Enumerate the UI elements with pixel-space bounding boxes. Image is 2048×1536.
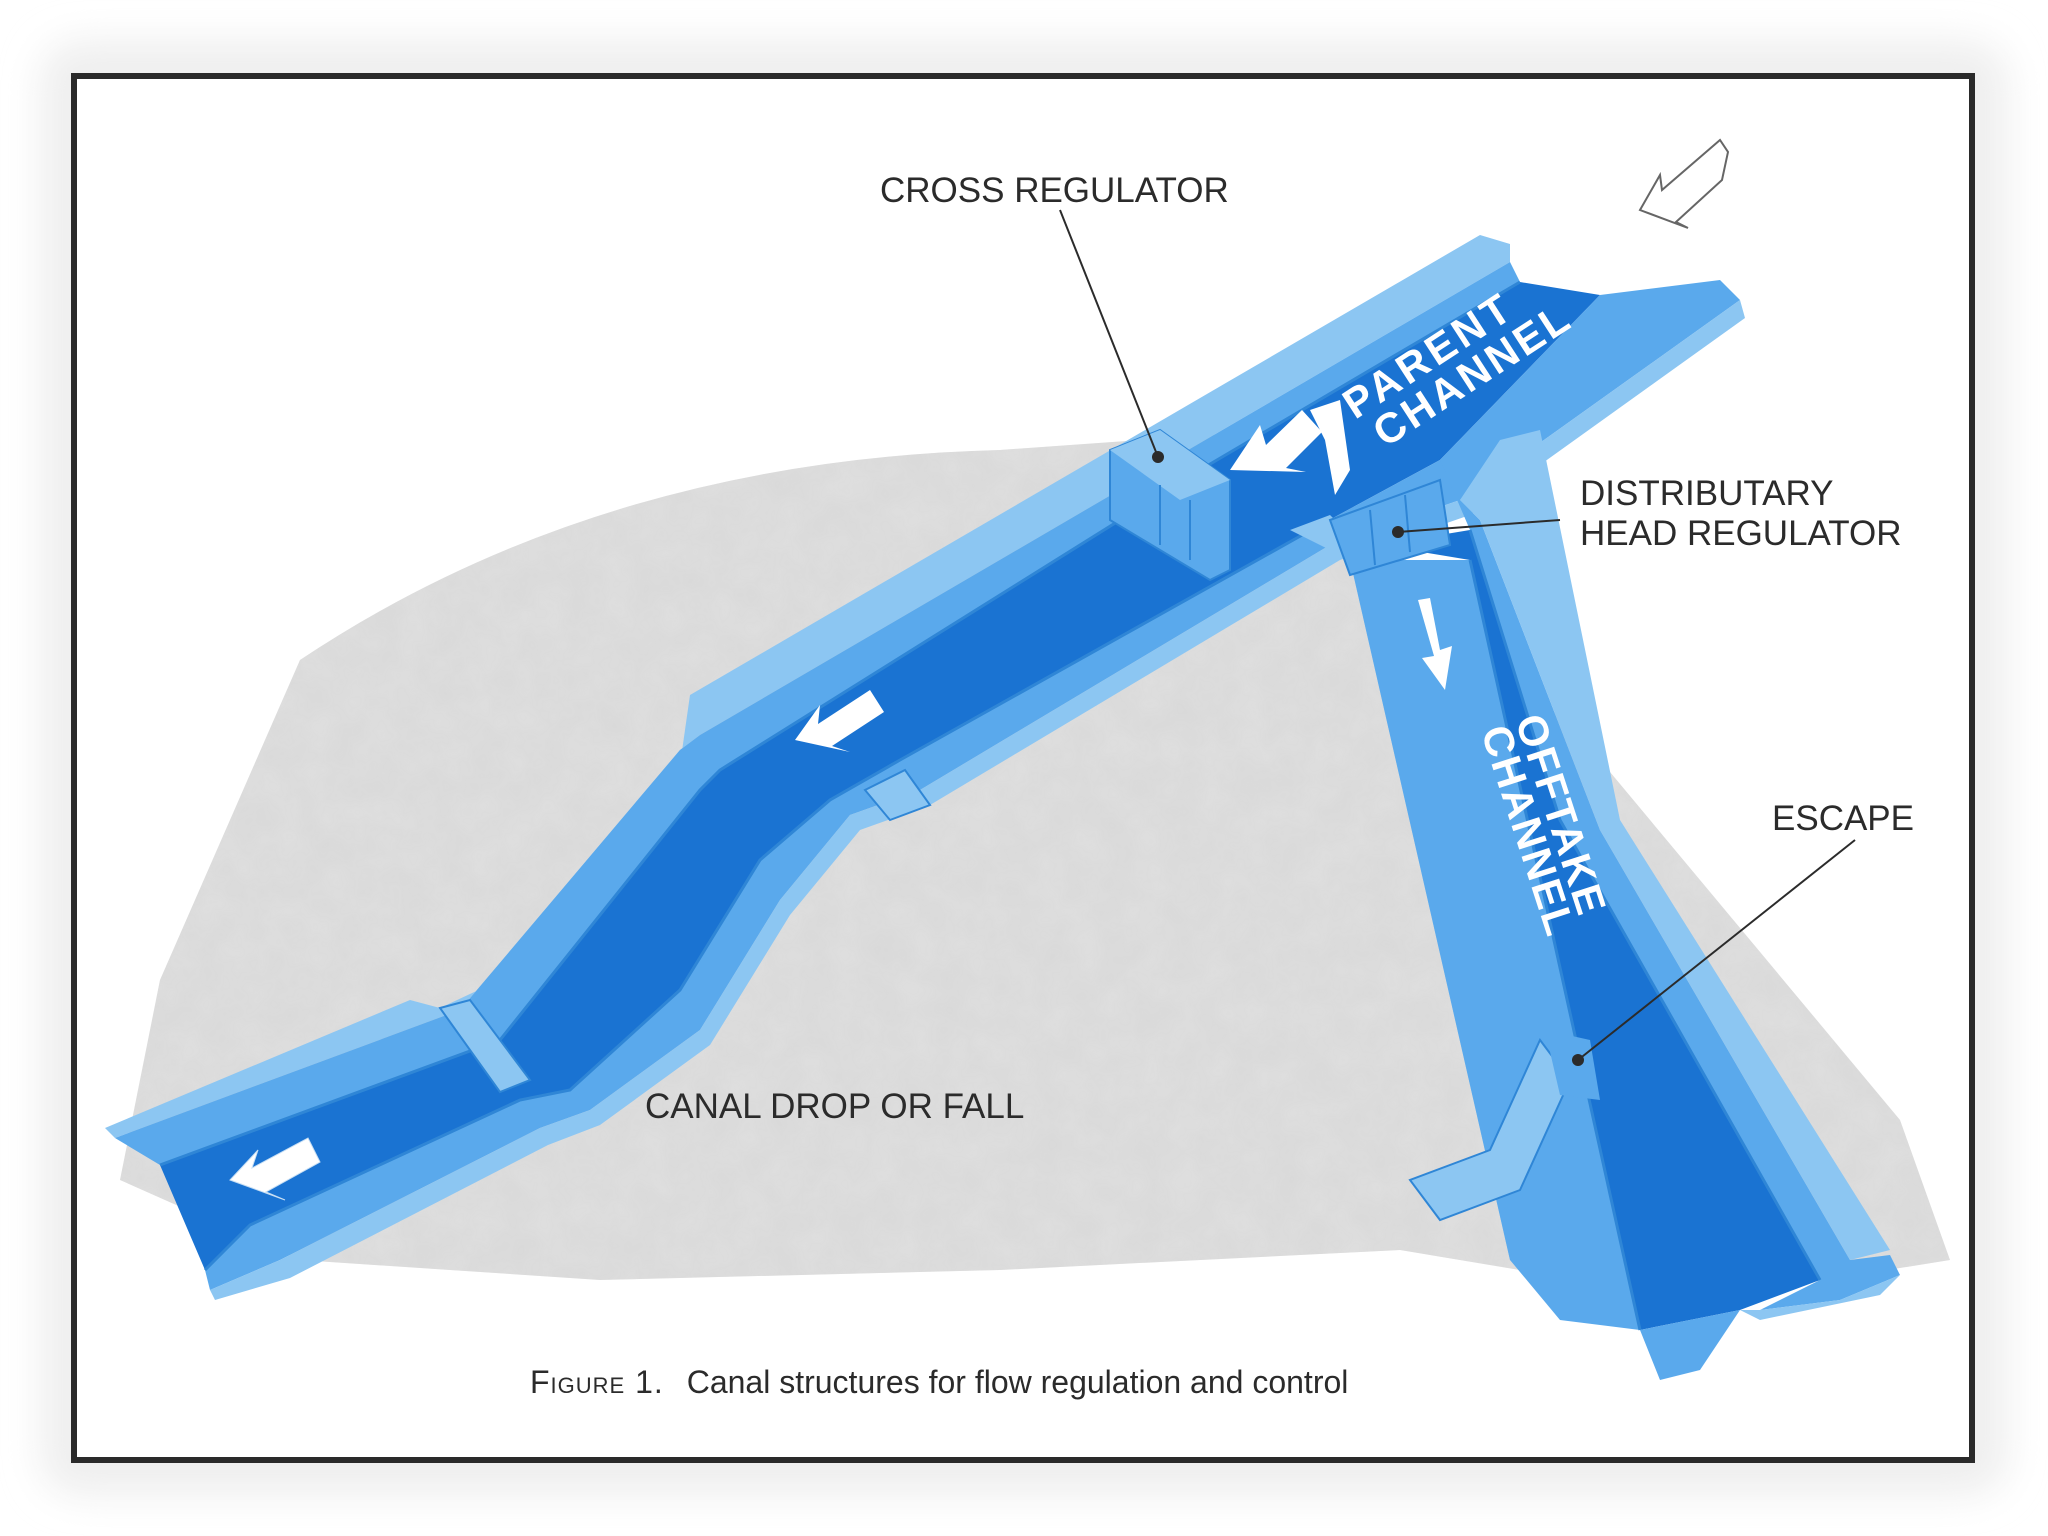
offtake-canal	[1290, 430, 1900, 1380]
distributary-label-line2: HEAD REGULATOR	[1580, 514, 1902, 553]
cross-regulator-structure	[1109, 428, 1231, 582]
cross-regulator-label: CROSS REGULATOR	[880, 171, 1229, 210]
distributary-label-line1: DISTRIBUTARY	[1580, 474, 1833, 513]
leader-lines	[1059, 209, 1856, 1061]
escape-outlet	[1408, 1030, 1600, 1222]
flow-arrow-icon	[229, 1137, 321, 1201]
canal-drop-label: CANAL DROP OR FALL	[645, 1087, 1024, 1126]
flow-arrow-icon	[1418, 598, 1452, 690]
flow-arrow-icon	[795, 690, 884, 752]
figure-caption: Figure 1. Canal structures for flow regu…	[530, 1364, 1348, 1400]
flow-arrow-icon	[1230, 400, 1350, 495]
leader-points	[1152, 451, 1584, 1066]
escape-label: ESCAPE	[1772, 799, 1914, 838]
figure-caption-prefix: Figure 1.	[530, 1364, 664, 1400]
north-arrow-icon	[1638, 138, 1730, 229]
canal-drop-structures	[438, 768, 932, 1094]
distributary-head-regulator-structure	[1328, 478, 1452, 577]
figure-caption-text: Canal structures for flow regulation and…	[687, 1364, 1349, 1400]
